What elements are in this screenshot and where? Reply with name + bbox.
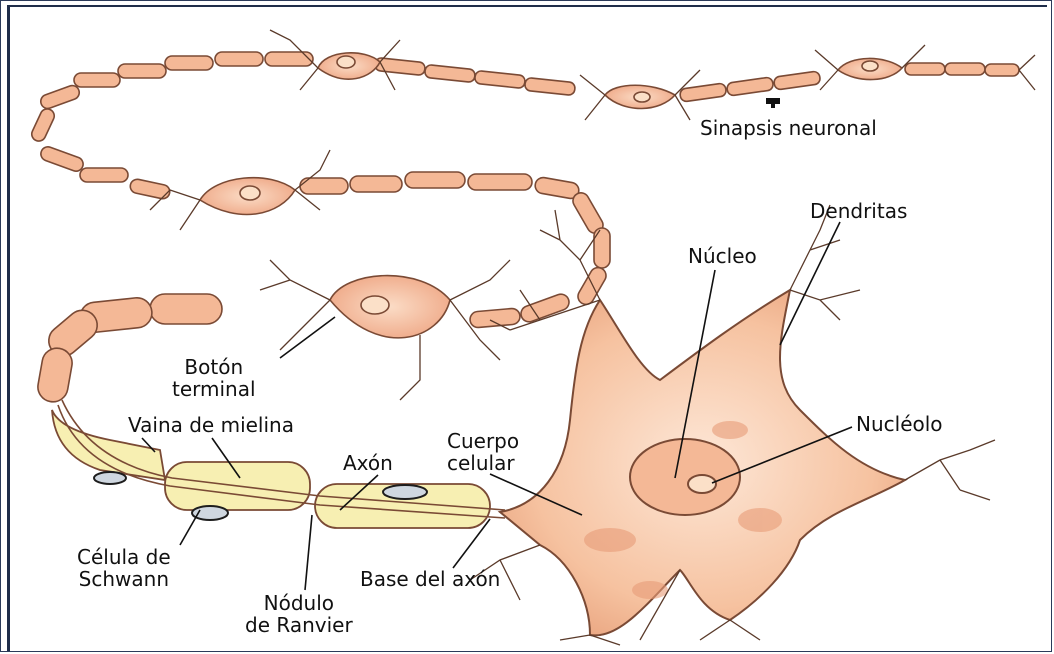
label-sinapsis-neuronal: Sinapsis neuronal (700, 117, 877, 139)
synapse-marker-icon (766, 98, 780, 108)
label-celula-de-schwann: Célula de Schwann (77, 546, 171, 590)
label-boton-terminal: Botón terminal (172, 356, 256, 400)
label-nucleolo: Nucléolo (856, 413, 943, 435)
label-dendritas: Dendritas (810, 200, 907, 222)
label-base-del-axon: Base del axón (360, 568, 500, 590)
label-vaina-de-mielina: Vaina de mielina (128, 414, 294, 436)
label-nucleo: Núcleo (688, 245, 757, 267)
label-axon: Axón (343, 452, 393, 474)
nucleus (630, 439, 740, 515)
label-nodulo-de-ranvier: Nódulo de Ranvier (245, 592, 353, 636)
label-cuerpo-celular: Cuerpo celular (447, 430, 519, 474)
